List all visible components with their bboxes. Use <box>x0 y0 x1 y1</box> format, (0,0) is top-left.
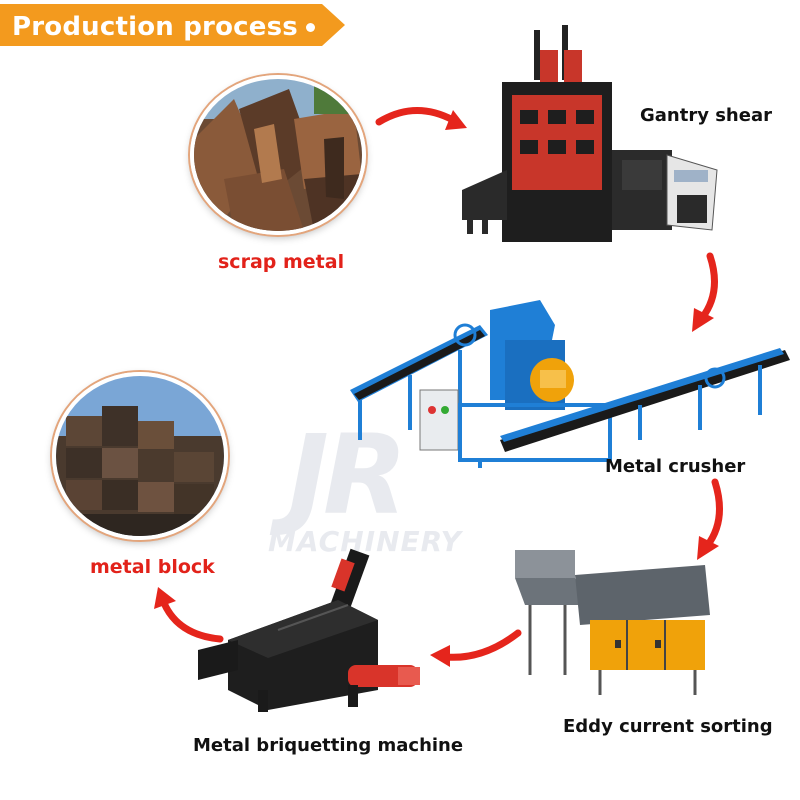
metal-block-photo-icon <box>52 372 228 540</box>
step-label-scrap-metal: scrap metal <box>218 251 345 273</box>
header-banner: Production process <box>0 4 345 46</box>
step-label-metal-crusher: Metal crusher <box>605 456 746 477</box>
watermark: JR MACHINERY <box>268 420 498 570</box>
step-label-briquetting-machine: Metal briquetting machine <box>193 735 464 756</box>
page-title: Production process <box>12 12 298 42</box>
step-label-eddy-current-sorting: Eddy current sorting <box>563 716 773 737</box>
flow-arrow-icon <box>375 107 467 130</box>
step-label-metal-block: metal block <box>90 556 215 578</box>
watermark-logo: JR <box>288 411 408 539</box>
flow-arrow-icon <box>430 629 522 667</box>
briquetting-machine-icon <box>198 548 420 712</box>
step-label-gantry-shear: Gantry shear <box>640 105 772 126</box>
flow-arrow-icon <box>692 252 718 332</box>
flow-arrow-icon <box>697 478 723 560</box>
metal-crusher-machine-icon <box>350 300 790 468</box>
gantry-shear-machine-icon <box>462 25 718 242</box>
flow-arrow-icon <box>154 587 224 643</box>
scrap-metal-photo-icon <box>190 75 366 235</box>
bullet-dot-icon <box>306 23 315 32</box>
watermark-subtitle: MACHINERY <box>268 525 462 558</box>
banner-shape <box>0 4 345 46</box>
eddy-current-separator-icon <box>515 550 710 695</box>
